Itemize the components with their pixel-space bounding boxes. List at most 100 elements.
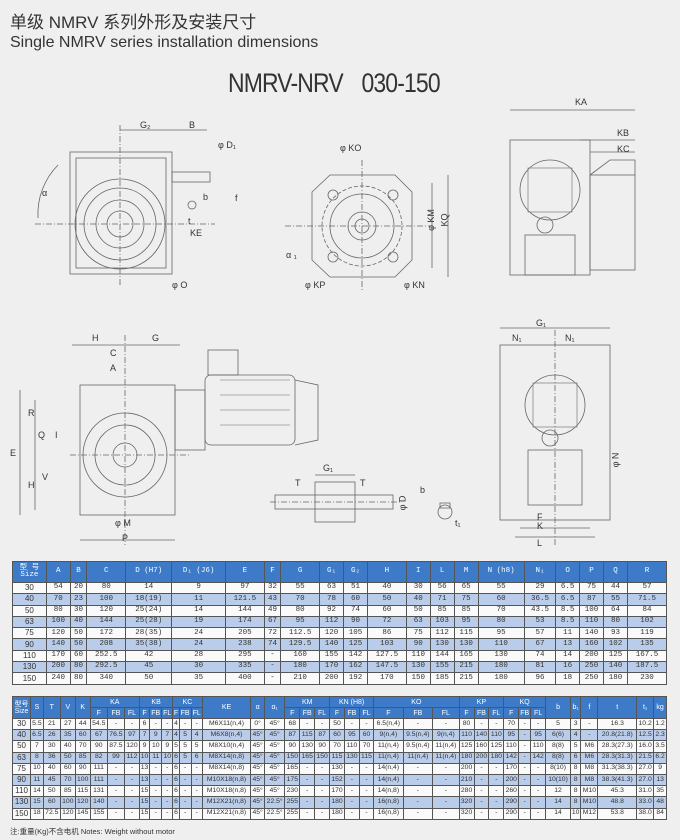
table-cell: 11(n,4) — [373, 740, 404, 753]
table-cell: 63 — [319, 581, 344, 595]
dim-label-g1-side: G₁ — [536, 318, 547, 328]
dim-label-i: I — [55, 430, 58, 440]
table-cell: 40 — [366, 581, 407, 595]
table-cell: M6X8(n,4) — [201, 729, 252, 742]
table-cell: 119 — [626, 627, 668, 640]
table-cell: - — [343, 773, 360, 787]
table-cell: - — [402, 785, 434, 798]
table-cell: 55 — [477, 581, 525, 595]
table-cell: 99 — [106, 751, 126, 764]
table-cell: - — [314, 807, 331, 820]
table-cell: M8 — [580, 762, 599, 775]
table-cell: - — [149, 762, 163, 775]
column-header: C — [86, 561, 127, 583]
table-cell: 53.8 — [597, 807, 638, 820]
table-cell: 72.5 — [42, 807, 61, 820]
table-cell: 125 — [603, 649, 628, 663]
table-cell: 3.5 — [653, 740, 667, 753]
table-cell: 150 — [284, 751, 301, 764]
table-cell: 120 — [319, 627, 344, 640]
table-cell: M6 — [580, 740, 599, 753]
dim-label-d1: φ D₁ — [218, 140, 236, 150]
table-cell: 45° — [250, 773, 265, 787]
dim-label-v: V — [42, 472, 49, 482]
table-cell: 21 — [42, 717, 61, 731]
table-cell: 70 — [477, 604, 525, 617]
table-cell: 292.5 — [86, 661, 127, 674]
table-cell: 110 — [477, 638, 525, 651]
table-cell: 50 — [405, 604, 431, 617]
table-cell: 9 — [138, 740, 151, 753]
table-cell: 5 — [178, 740, 192, 753]
table-cell: 13 — [138, 773, 151, 787]
table-cell: 238 — [224, 638, 265, 651]
table-cell: 215 — [453, 672, 479, 685]
table-cell: - — [358, 717, 375, 731]
dim-label-alpha: α — [42, 188, 48, 198]
table-cell: 29 — [523, 581, 557, 595]
table-cell: - — [299, 773, 316, 787]
column-subheader: FB — [518, 707, 532, 719]
dim-label-o: φ O — [172, 280, 188, 290]
table-cell: 103 — [429, 615, 455, 629]
table-cell: - — [358, 796, 375, 809]
table-cell: 11(n,4) — [432, 751, 460, 764]
table-cell: - — [530, 785, 547, 798]
table-cell: 14(n,8) — [373, 785, 404, 798]
table-cell: 7 — [161, 729, 174, 742]
table-cell: 50 — [42, 785, 61, 798]
column-subheader: F — [138, 707, 151, 719]
table-cell: 92 — [319, 604, 344, 617]
table-cell: 11 — [171, 593, 226, 606]
table-cell: - — [124, 773, 140, 787]
table-cell: 45° — [250, 740, 265, 753]
table-cell: 192 — [343, 672, 368, 685]
table-cell: 170 — [45, 649, 71, 663]
table-cell: 90 — [405, 638, 431, 651]
table-cell: - — [432, 773, 460, 787]
table-cell: 155 — [319, 649, 344, 663]
table-cell: - — [473, 796, 490, 809]
dim-label-h2: H — [28, 480, 35, 490]
table-cell: - — [358, 773, 375, 787]
column-header: E — [224, 561, 265, 583]
table-cell: 80 — [69, 672, 88, 685]
table-cell: - — [106, 762, 126, 775]
table-cell: 90 — [74, 762, 91, 775]
table-cell: 9 — [653, 762, 667, 775]
table-cell: 290 — [503, 807, 520, 820]
table-cell: 85 — [453, 604, 479, 617]
table-cell: 42 — [125, 649, 173, 663]
table-cell: - — [530, 796, 547, 809]
column-header: t — [597, 696, 638, 719]
table-cell: 200 — [319, 672, 344, 685]
column-group-header: KC — [172, 696, 203, 708]
table-cell: 70 — [74, 740, 91, 753]
column-header: G₁ — [319, 561, 344, 583]
table-cell: 45° — [250, 762, 265, 775]
table-cell: 40 — [405, 593, 431, 606]
table-cell: - — [124, 796, 140, 809]
table-cell: 60 — [69, 649, 88, 663]
table-cell: 320 — [458, 796, 475, 809]
dim-label-n: φ N — [610, 452, 621, 468]
table-cell: 125 — [488, 740, 505, 753]
table-cell: - — [488, 773, 505, 787]
table-cell: 18(19) — [125, 593, 173, 606]
table-cell: - — [178, 773, 192, 787]
table-cell: 2.3 — [653, 729, 667, 742]
table-cell: - — [299, 762, 316, 775]
table-cell: - — [299, 785, 316, 798]
dim-label-q: Q — [38, 430, 46, 440]
table-cell: 7 — [138, 729, 151, 742]
table-cell: 20.8(21.8) — [597, 729, 638, 742]
table-cell: - — [402, 717, 434, 731]
table-cell: 150 — [405, 672, 431, 685]
